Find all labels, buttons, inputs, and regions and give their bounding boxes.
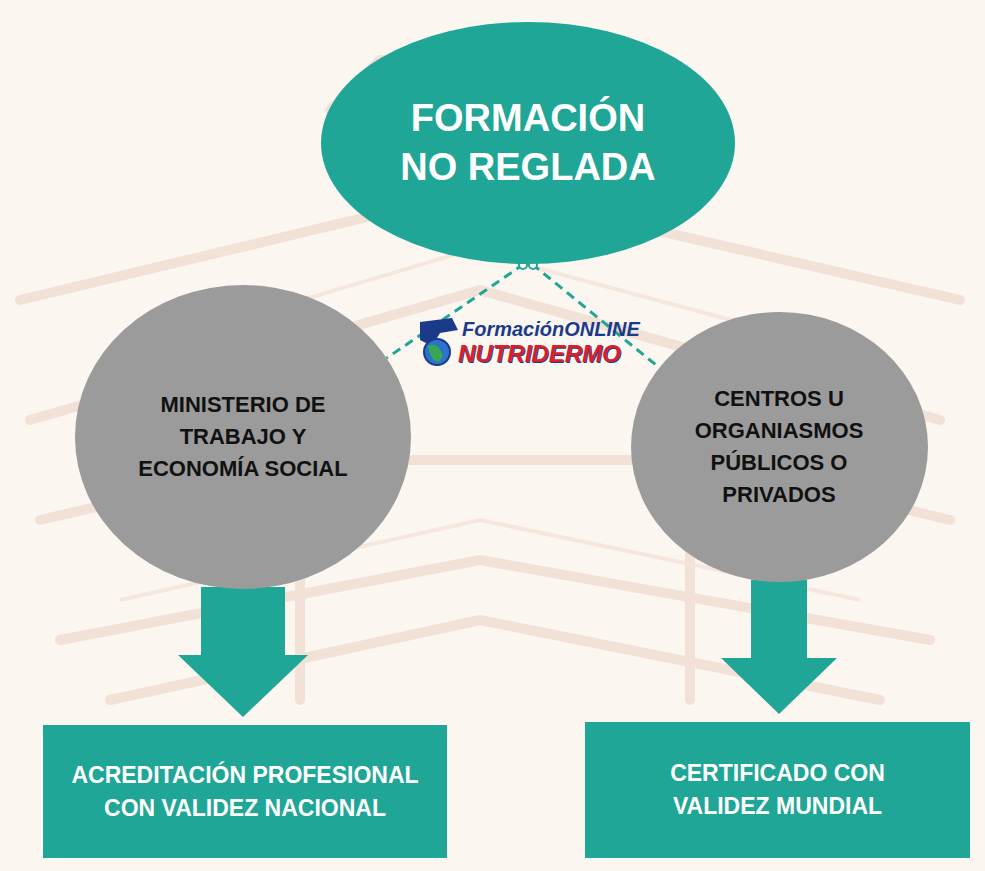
node-label: ACREDITACIÓN PROFESIONAL CON VALIDEZ NAC…	[55, 759, 435, 823]
logo-globe-circle	[424, 339, 450, 365]
entity-circle: CENTROS U ORGANIASMOS PÚBLICOS O PRIVADO…	[631, 312, 928, 582]
node-label: CERTIFICADO CON VALIDEZ MUNDIAL	[623, 757, 933, 824]
node-label: FORMACIÓN NO REGLADA	[378, 94, 678, 193]
node-ellipse	[75, 285, 411, 589]
entity-circle: MINISTERIO DE TRABAJO Y ECONOMÍA SOCIAL	[75, 285, 411, 589]
node-label: CENTROS U ORGANIASMOS PÚBLICOS O PRIVADO…	[674, 383, 884, 511]
block-arrow	[721, 580, 837, 714]
node-ellipse	[321, 22, 735, 264]
entity-circle: FORMACIÓN NO REGLADA	[321, 22, 735, 264]
result-box: CERTIFICADO CON VALIDEZ MUNDIAL	[585, 722, 970, 858]
node-ellipse	[631, 312, 928, 582]
node-outline	[631, 312, 928, 582]
logo-text: FormaciónONLINE	[462, 318, 640, 341]
result-box: ACREDITACIÓN PROFESIONAL CON VALIDEZ NAC…	[43, 725, 447, 858]
node-outline	[321, 22, 735, 264]
node-label: MINISTERIO DE TRABAJO Y ECONOMÍA SOCIAL	[123, 389, 363, 485]
logo-text: NUTRIDERMO	[458, 340, 621, 368]
logo-globe-land	[428, 345, 443, 362]
block-arrow	[178, 587, 308, 717]
